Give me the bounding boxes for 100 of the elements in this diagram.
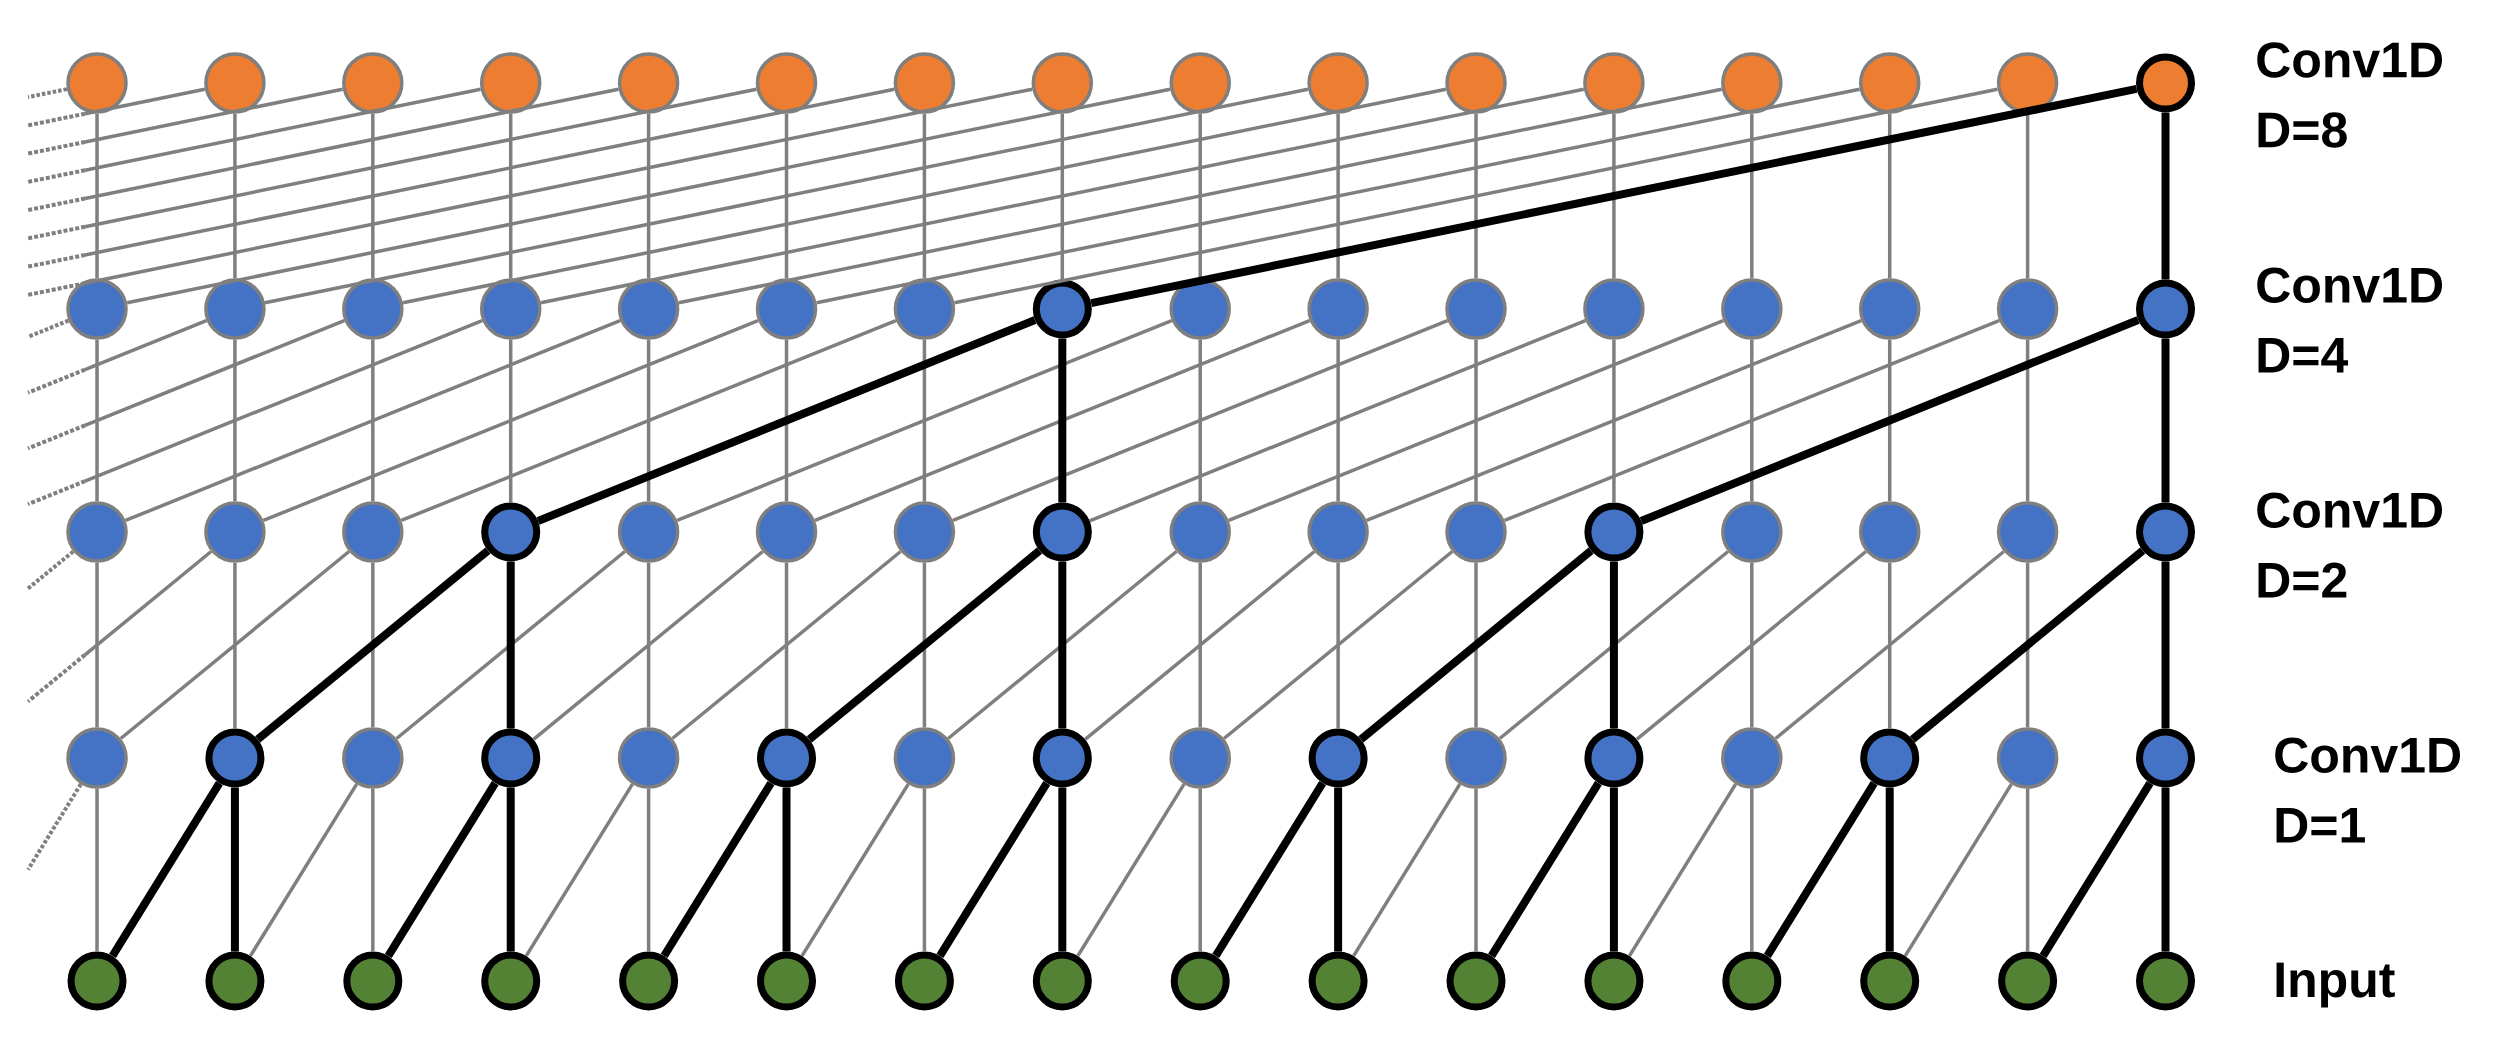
connection-line [400, 318, 897, 523]
circle-node [1998, 951, 2058, 1011]
circle-node [617, 501, 680, 563]
circle-node [1584, 951, 1644, 1011]
circle-node [1996, 501, 2059, 563]
circle-node [1446, 951, 1506, 1011]
connection-line [2025, 788, 2030, 952]
circle-node [481, 951, 541, 1011]
circle-node [66, 727, 128, 789]
circle-node [1858, 278, 1921, 340]
circle-node [617, 52, 680, 114]
circle-node [893, 501, 956, 563]
circle-node [1169, 501, 1231, 563]
connection-line [922, 339, 927, 502]
connection-line [95, 339, 99, 502]
connection-line [1910, 547, 2146, 743]
circle-node [1032, 279, 1092, 339]
connection-line [784, 339, 789, 502]
circle-node [619, 951, 679, 1011]
connection-line [952, 318, 1449, 523]
circle-node [481, 502, 541, 562]
circle-node [1445, 278, 1507, 340]
connection-line [395, 550, 626, 740]
connection-line [1774, 550, 2005, 740]
connection-line [1474, 562, 1478, 728]
connection-line [646, 562, 651, 728]
circle-node [1445, 727, 1507, 789]
circle-node [1307, 501, 1369, 563]
circle-node [1721, 501, 1783, 563]
circle-node [205, 951, 265, 1011]
connection-line [126, 87, 1171, 305]
connection-line [1887, 113, 1892, 279]
circle-node [1722, 951, 1782, 1011]
layer-label: Conv1D D=2 [2257, 492, 2442, 598]
connection-line [1750, 113, 1754, 279]
circle-node [1445, 52, 1507, 114]
connection-line [1198, 113, 1202, 279]
connection-line [384, 781, 499, 958]
connection-line [1627, 783, 1738, 957]
circle-node [1445, 501, 1507, 563]
connection-line [124, 318, 621, 523]
connection-line [27, 87, 344, 156]
circle-node [1032, 728, 1092, 788]
connection-line [27, 87, 895, 269]
connection-line [1089, 318, 1587, 523]
layer-label: Conv1D D=1 [2275, 737, 2460, 843]
connection-line [1474, 339, 1478, 502]
connection-line [26, 549, 75, 591]
connection-line [508, 339, 513, 503]
connection-line [660, 781, 775, 958]
circle-node [617, 278, 680, 340]
connection-line [646, 788, 651, 952]
circle-node [1308, 728, 1368, 788]
layer-label: Input [2276, 962, 2395, 1008]
connection-line [233, 339, 237, 502]
connection-line [27, 318, 70, 339]
connection-line [922, 562, 927, 728]
circle-node [617, 727, 680, 789]
connection-line [233, 113, 237, 279]
connection-line [1336, 562, 1340, 729]
circle-node [1170, 951, 1230, 1011]
connection-line [806, 547, 1043, 743]
connection-line [27, 87, 68, 100]
connection-line [1612, 113, 1616, 279]
connection-line [119, 550, 351, 740]
connection-line [1639, 316, 2140, 525]
connection-line [2025, 562, 2030, 728]
connection-line [947, 550, 1178, 740]
connection-line [1474, 788, 1478, 952]
circle-node [1996, 727, 2059, 789]
circle-node [1721, 727, 1783, 789]
circle-node [1032, 951, 1092, 1011]
circle-node [1307, 52, 1369, 114]
connection-line [27, 87, 757, 241]
connection-line [109, 781, 223, 959]
connection-line [1198, 339, 1202, 502]
connection-line [1076, 783, 1186, 957]
connection-line [1488, 781, 1602, 958]
connection-line [536, 316, 1037, 525]
circle-node [2136, 502, 2195, 562]
connection-line [371, 788, 375, 952]
connection-line [814, 318, 1311, 523]
circle-node [1583, 52, 1645, 114]
connection-line [1474, 113, 1478, 279]
connection-line [402, 87, 1447, 305]
circle-node [893, 278, 956, 340]
connection-line [1198, 788, 1202, 952]
circle-node [1583, 278, 1645, 340]
circle-node [66, 278, 128, 340]
connection-line [816, 87, 1860, 305]
connection-line [262, 318, 759, 523]
circle-node [1307, 278, 1369, 340]
connection-line [784, 113, 789, 279]
circle-node [204, 501, 266, 563]
circle-node [342, 501, 404, 563]
connection-line [936, 781, 1051, 958]
layer-label: Conv1D D=4 [2257, 267, 2442, 373]
connection-line [27, 318, 345, 451]
connection-line [27, 87, 1033, 297]
circle-node [757, 951, 816, 1011]
